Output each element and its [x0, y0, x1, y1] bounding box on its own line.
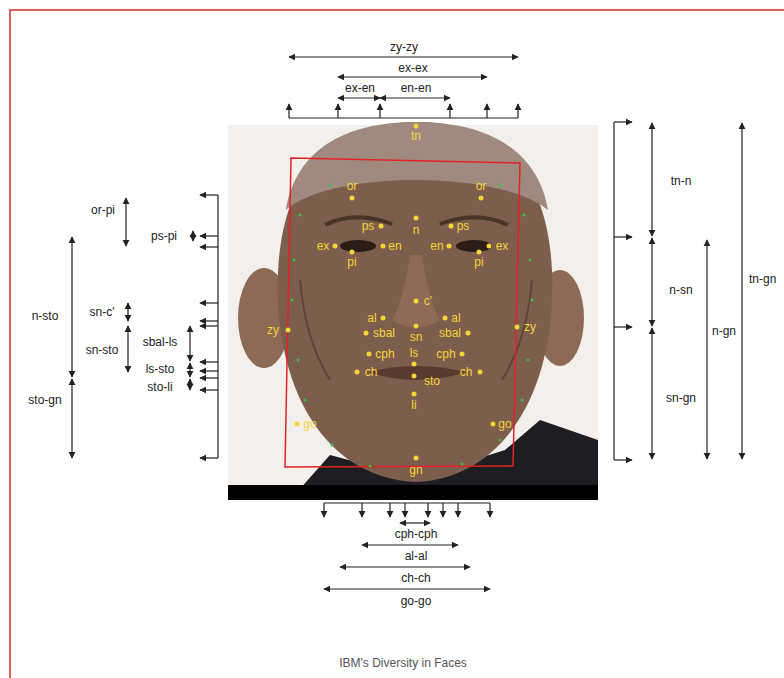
dimension-label: ps-pi	[149, 229, 179, 243]
landmark-label: li	[411, 398, 416, 412]
dimension-label: sn-c'	[88, 305, 117, 319]
landmark-label: cph	[375, 347, 394, 361]
dimension-label: sn-sto	[84, 343, 121, 357]
landmark-label: zy	[524, 320, 536, 334]
contour-dots	[291, 184, 534, 468]
dimension-label: sto-li	[145, 380, 174, 394]
dimension-label: ch-ch	[399, 571, 432, 585]
dimension-label: tn-gn	[747, 272, 778, 286]
landmark-label: gn	[409, 463, 422, 477]
eye	[340, 240, 376, 252]
dimension-label: n-sto	[30, 309, 61, 323]
dimension-label: ls-sto	[144, 362, 177, 376]
landmark-label: en	[430, 239, 443, 253]
photo-bar	[228, 485, 598, 500]
dimension-label: tn-n	[669, 174, 694, 188]
landmark-label: go	[303, 417, 316, 431]
landmark-label: pi	[347, 255, 356, 269]
landmark-label: or	[476, 179, 487, 193]
landmark-label: en	[388, 239, 401, 253]
caption: IBM's Diversity in Faces	[339, 656, 467, 670]
dimension-label: sbal-ls	[141, 335, 180, 349]
dimension-label: zy-zy	[388, 40, 420, 54]
landmark-dots	[286, 124, 520, 461]
landmark-label: ps	[362, 219, 375, 233]
hair	[286, 122, 548, 210]
landmark-label: sn	[410, 330, 423, 344]
landmark-label: sto	[424, 374, 440, 388]
landmark-label: al	[451, 311, 460, 325]
landmark-label: ch	[365, 365, 378, 379]
landmark-label: ch	[460, 365, 473, 379]
landmark-label: pi	[474, 255, 483, 269]
wrinkle	[300, 280, 532, 380]
dimension-label: go-go	[399, 594, 434, 608]
landmark-label: sbal	[439, 326, 461, 340]
dimension-label: n-sn	[667, 283, 694, 297]
landmark-label: zy	[267, 323, 279, 337]
eye	[456, 240, 492, 252]
frame	[10, 10, 784, 678]
landmark-label: ex	[496, 239, 509, 253]
mouth	[368, 366, 466, 380]
nose	[392, 255, 440, 328]
detection-box	[285, 158, 520, 467]
dimension-label: n-gn	[710, 324, 738, 338]
landmark-label: or	[347, 179, 358, 193]
landmark-label: cph	[436, 347, 455, 361]
landmark-label: tn	[411, 129, 421, 143]
dimension-label: al-al	[403, 549, 430, 563]
landmark-label: n	[413, 223, 420, 237]
dimension-arrows	[72, 57, 742, 589]
dimension-label: sn-gn	[664, 391, 698, 405]
landmark-label: ex	[317, 239, 330, 253]
dimension-label: sto-gn	[26, 393, 63, 407]
dimension-label: or-pi	[89, 203, 117, 217]
dimension-label: ex-en	[343, 81, 377, 95]
head	[278, 122, 553, 482]
landmark-label: sbal	[373, 326, 395, 340]
landmark-label: al	[367, 311, 376, 325]
dimension-label: ex-ex	[396, 61, 429, 75]
dimension-label: cph-cph	[393, 527, 440, 541]
landmark-label: ps	[457, 219, 470, 233]
dimension-label: en-en	[399, 81, 434, 95]
landmark-label: go	[498, 417, 511, 431]
landmark-label: c'	[424, 294, 432, 308]
landmark-label: ls	[410, 346, 419, 360]
